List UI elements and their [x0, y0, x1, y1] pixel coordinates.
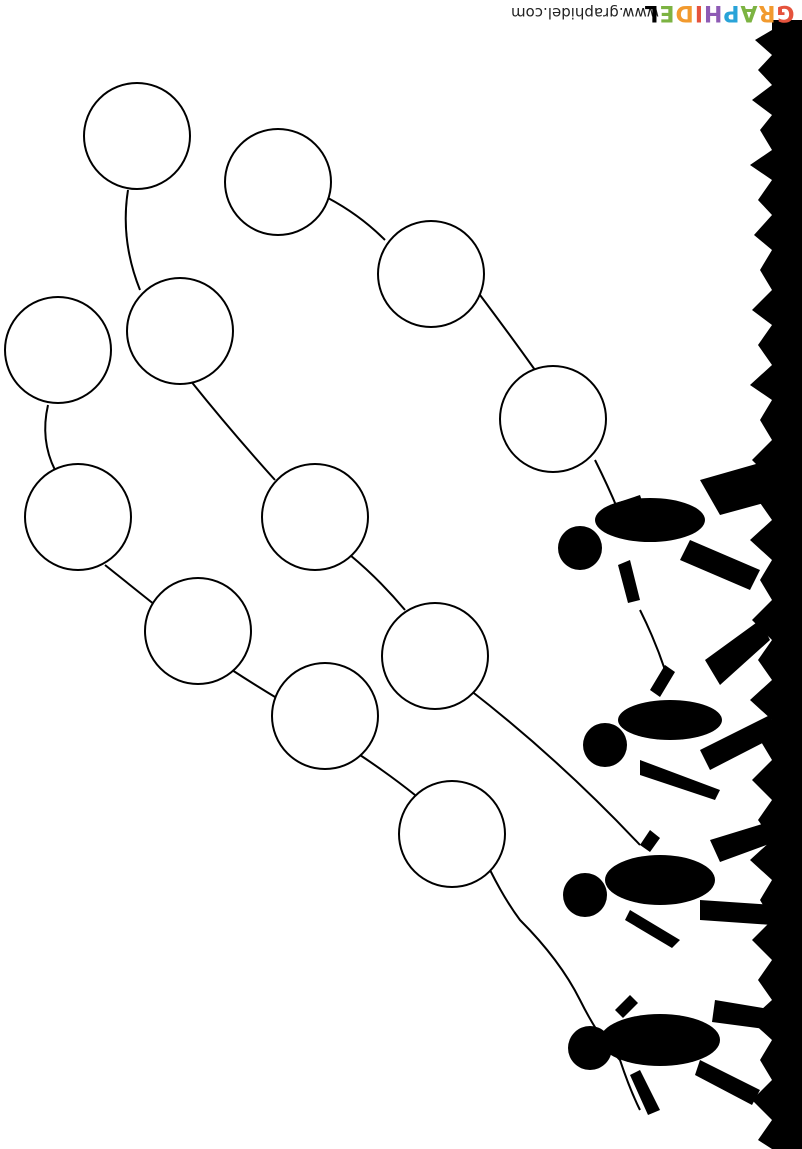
rope-strand-b3	[231, 669, 281, 701]
watermark-url: www.graphidel.com	[511, 4, 659, 22]
rope-strand-c	[327, 197, 386, 241]
circle-6[interactable]	[499, 365, 607, 473]
logo-letter: P	[722, 0, 740, 26]
circle-9[interactable]	[144, 577, 252, 685]
logo-letter: R	[757, 0, 776, 26]
circles	[4, 82, 607, 888]
rope-strand-a2	[189, 379, 276, 481]
rope-strand-a4	[469, 689, 641, 846]
logo-letter: G	[775, 0, 795, 26]
logo-letter: L	[643, 0, 659, 26]
rope-lines	[44, 189, 666, 1111]
rope-strand-c2	[479, 294, 536, 371]
grass	[750, 20, 802, 1149]
circle-5[interactable]	[4, 296, 112, 404]
rope-strand-b2	[104, 564, 156, 606]
child-silhouette-1	[558, 460, 775, 603]
rope-strand-b4	[359, 754, 416, 796]
rope-strand-c4	[639, 609, 666, 671]
circle-3[interactable]	[377, 220, 485, 328]
circle-7[interactable]	[261, 463, 369, 571]
logo-letter: A	[739, 0, 758, 26]
circle-11[interactable]	[271, 662, 379, 770]
child-silhouette-3	[563, 820, 780, 948]
circle-1[interactable]	[83, 82, 191, 190]
logo-letter: I	[693, 0, 703, 26]
circle-8[interactable]	[24, 463, 132, 571]
logo-letter: D	[674, 0, 694, 26]
circle-10[interactable]	[381, 602, 489, 710]
logo-letter: E	[658, 0, 675, 26]
circle-12[interactable]	[398, 780, 506, 888]
rope-strand-b5	[489, 869, 641, 1111]
logo-letter: H	[702, 0, 723, 26]
circle-2[interactable]	[224, 128, 332, 236]
circle-4[interactable]	[126, 277, 234, 385]
rope-strand-b	[44, 404, 56, 471]
rope-strand-a3	[349, 554, 406, 611]
child-silhouette-2	[583, 620, 778, 800]
child-silhouette-4	[568, 995, 775, 1115]
rope-strand-a	[124, 189, 141, 291]
